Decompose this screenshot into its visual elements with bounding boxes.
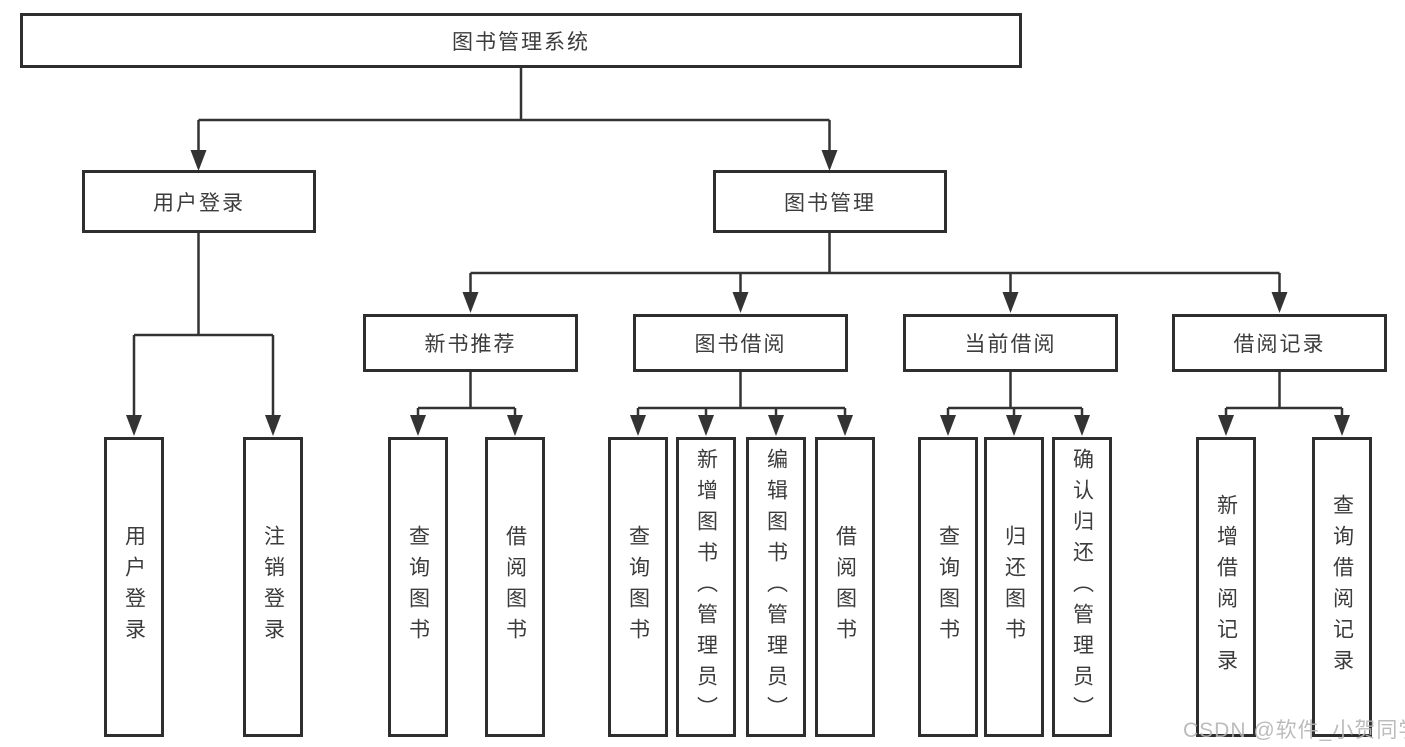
leaf-borrow-books-recommend-label: 借阅图书: [503, 525, 527, 649]
leaf-logout-label: 注销登录: [261, 525, 285, 649]
csdn-watermark: CSDN @软件_小贺同学: [1183, 719, 1405, 742]
node-book-borrow: 图书借阅: [633, 314, 848, 372]
leaf-query-borrow-record-label: 查询借阅记录: [1330, 494, 1354, 680]
node-book-management-label: 图书管理: [784, 191, 876, 215]
leaf-borrow-books-label: 借阅图书: [833, 525, 857, 649]
node-root: 图书管理系统: [20, 13, 1022, 68]
leaf-return-book-label: 归还图书: [1002, 525, 1026, 649]
leaf-logout: 注销登录: [243, 437, 303, 737]
leaf-add-borrow-record: 新增借阅记录: [1196, 437, 1256, 737]
node-borrow-records-label: 借阅记录: [1233, 333, 1326, 356]
node-current-borrow: 当前借阅: [903, 314, 1118, 372]
node-borrow-records: 借阅记录: [1172, 314, 1387, 372]
leaf-edit-book-admin: 编辑图书（管理员）: [746, 437, 806, 737]
leaf-return-book: 归还图书: [984, 437, 1044, 737]
leaf-confirm-return-admin: 确认归还（管理员）: [1052, 437, 1112, 737]
leaf-query-books-recommend: 查询图书: [388, 437, 448, 737]
leaf-edit-book-admin-label: 编辑图书（管理员）: [764, 447, 788, 727]
leaf-user-login-label: 用户登录: [122, 525, 146, 649]
node-book-management: 图书管理: [713, 170, 947, 233]
leaf-add-book-admin-label: 新增图书（管理员）: [694, 447, 718, 727]
leaf-query-books-borrow: 查询图书: [608, 437, 668, 737]
node-new-book-recommend: 新书推荐: [363, 314, 578, 372]
leaf-query-books-borrow-label: 查询图书: [626, 525, 650, 649]
node-new-book-recommend-label: 新书推荐: [424, 333, 517, 356]
node-user-login: 用户登录: [82, 170, 316, 233]
node-current-borrow-label: 当前借阅: [964, 333, 1057, 356]
node-user-login-label: 用户登录: [153, 191, 245, 215]
leaf-query-books-recommend-label: 查询图书: [406, 525, 430, 649]
leaf-borrow-books-recommend: 借阅图书: [485, 437, 545, 737]
leaf-borrow-books: 借阅图书: [815, 437, 875, 737]
leaf-confirm-return-admin-label: 确认归还（管理员）: [1070, 447, 1094, 727]
leaf-query-books-current-label: 查询图书: [936, 525, 960, 649]
node-book-borrow-label: 图书借阅: [694, 333, 787, 356]
leaf-add-book-admin: 新增图书（管理员）: [676, 437, 736, 737]
leaf-query-books-current: 查询图书: [918, 437, 978, 737]
leaf-user-login: 用户登录: [104, 437, 164, 737]
leaf-add-borrow-record-label: 新增借阅记录: [1214, 494, 1238, 680]
leaf-query-borrow-record: 查询借阅记录: [1312, 437, 1372, 737]
node-root-label: 图书管理系统: [452, 30, 590, 54]
